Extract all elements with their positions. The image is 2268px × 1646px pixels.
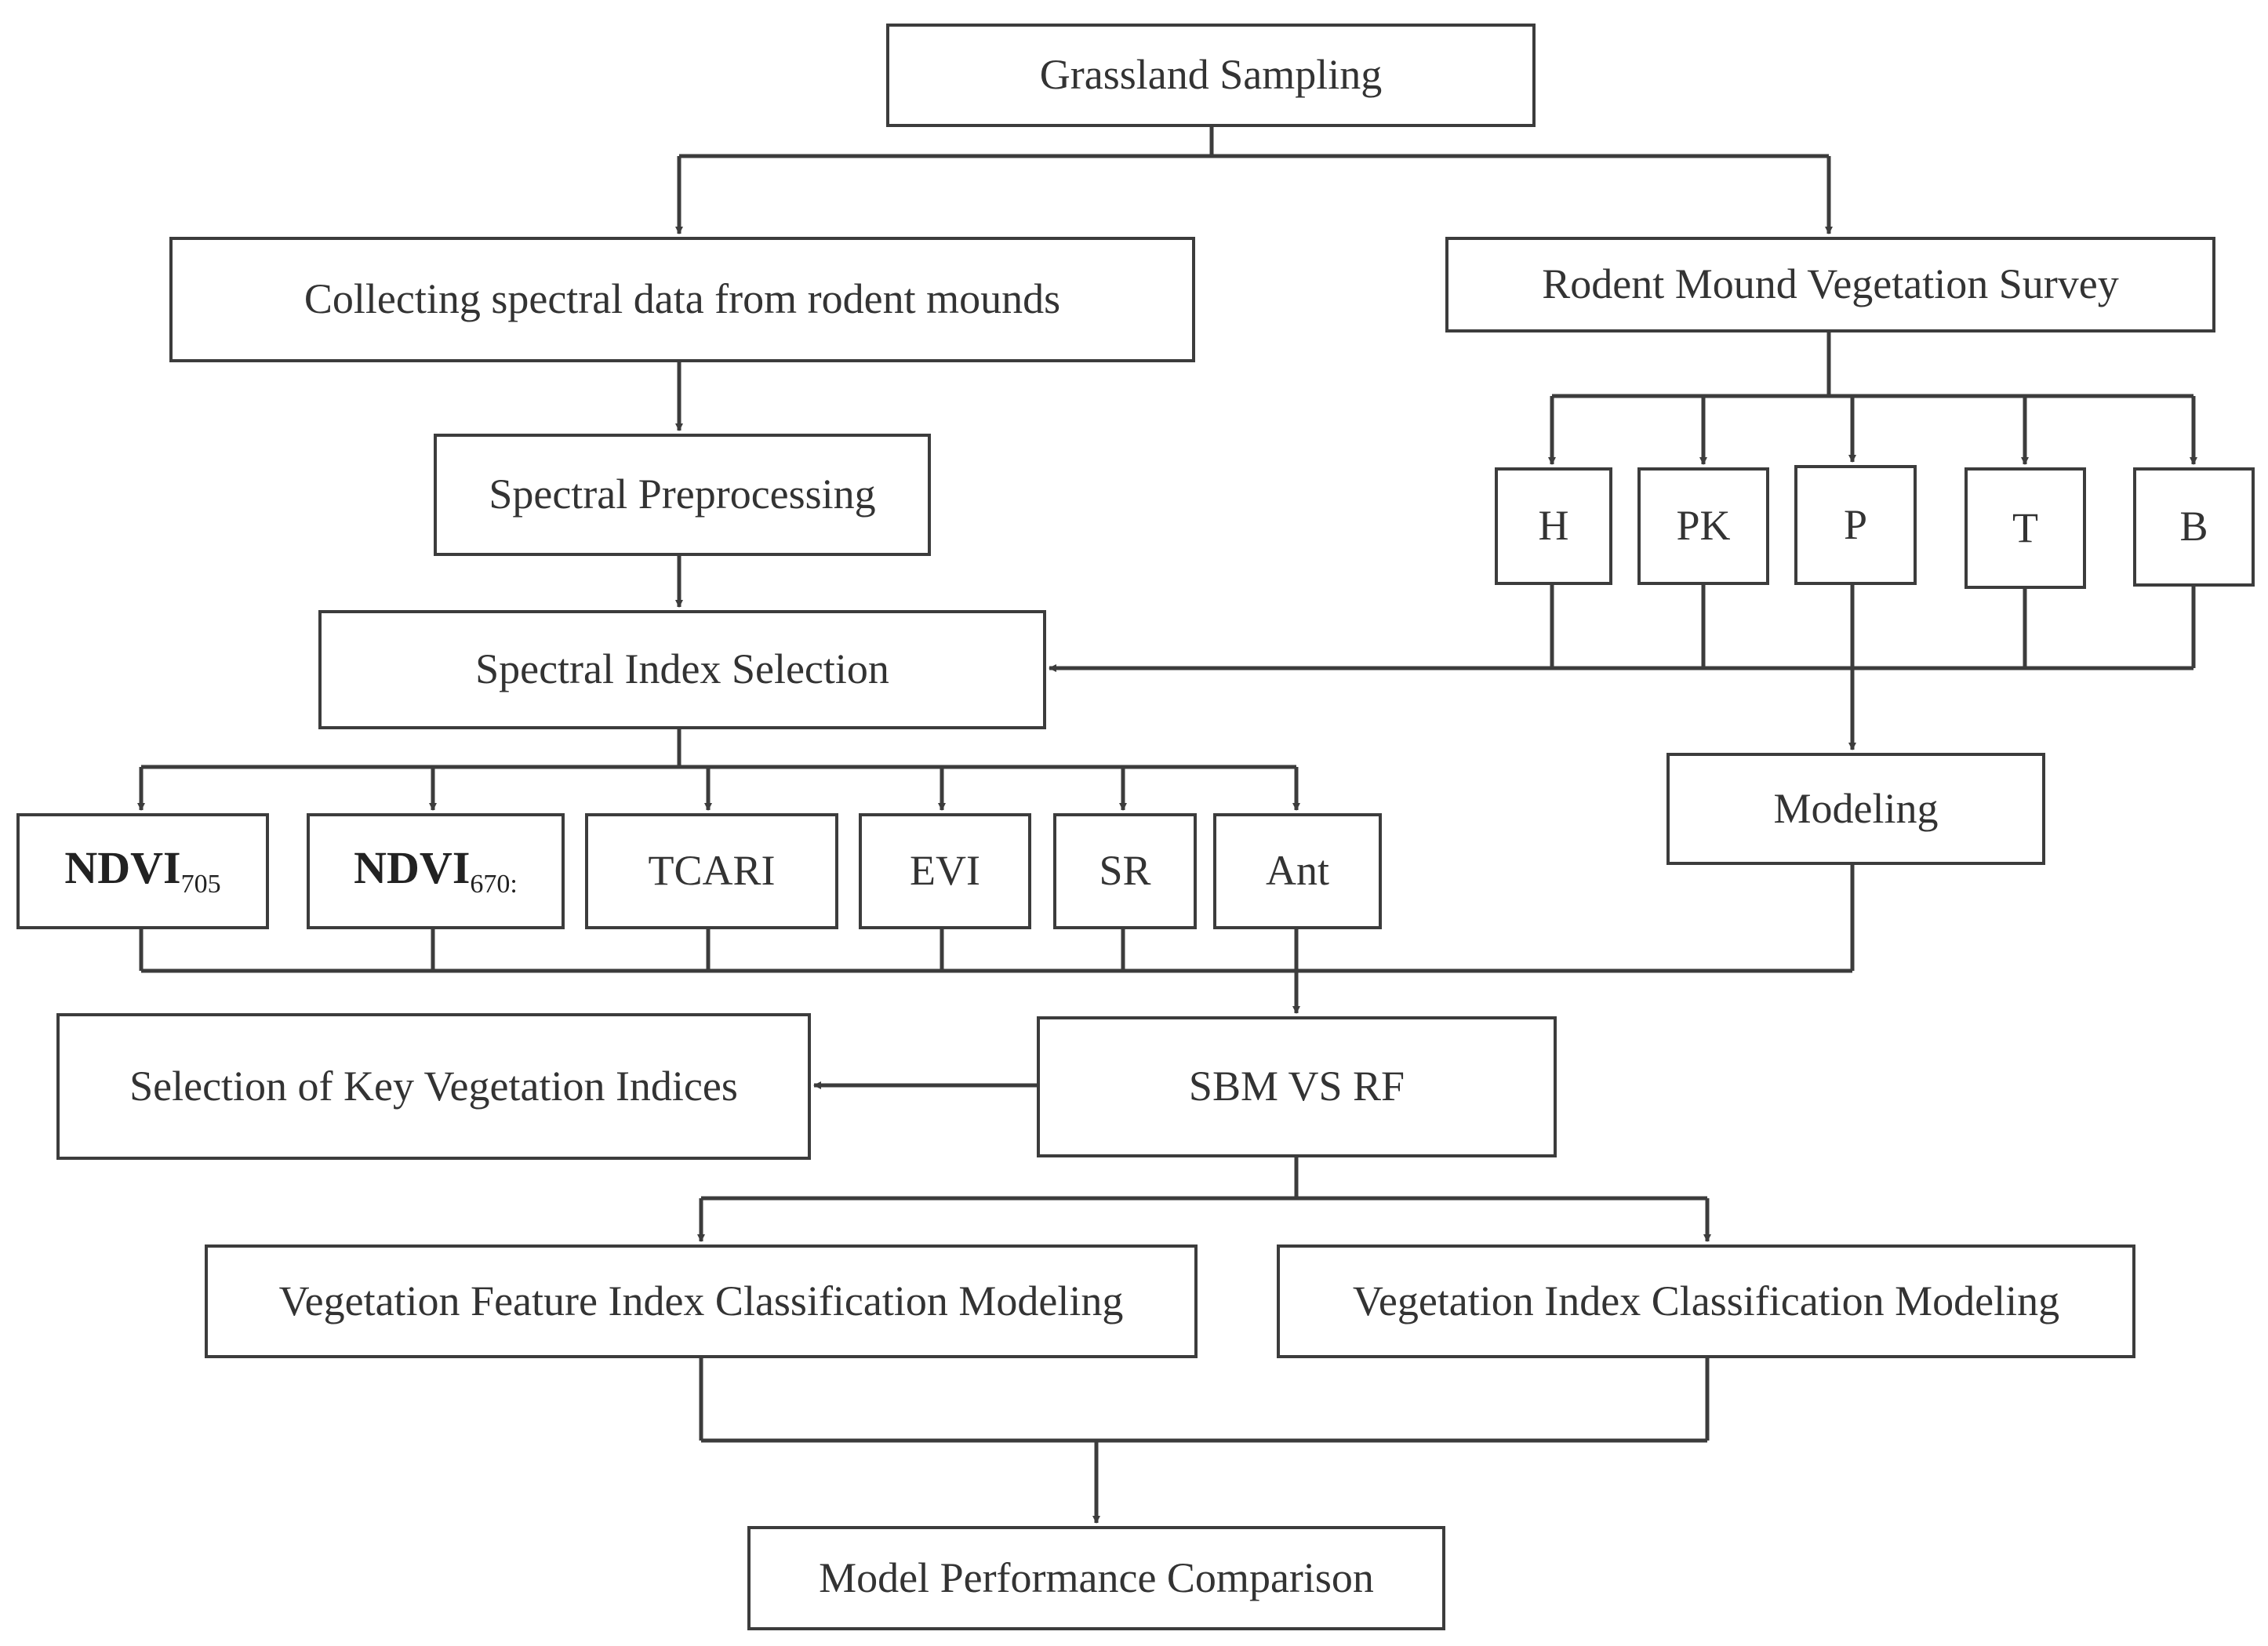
node-modeling: Modeling xyxy=(1666,753,2045,865)
node-selection-key-vegetation-indices: Selection of Key Vegetation Indices xyxy=(56,1013,811,1160)
node-label: SR xyxy=(1099,847,1151,895)
node-sr: SR xyxy=(1053,813,1197,929)
node-label: Modeling xyxy=(1773,784,1939,832)
node-label: Selection of Key Vegetation Indices xyxy=(129,1062,738,1110)
index-subscript: 705 xyxy=(180,870,221,899)
node-model-performance-comparison: Model Performance Comparison xyxy=(747,1526,1445,1630)
node-label: NDVI670: xyxy=(354,843,518,899)
node-label: Ant xyxy=(1266,847,1329,895)
node-rodent-mound-vegetation-survey: Rodent Mound Vegetation Survey xyxy=(1445,237,2215,332)
index-subscript: 670: xyxy=(470,870,518,899)
node-evi: EVI xyxy=(859,813,1031,929)
node-p: P xyxy=(1794,465,1917,585)
node-b: B xyxy=(2133,467,2255,587)
index-name: NDVI xyxy=(64,842,181,894)
node-label: Spectral Index Selection xyxy=(475,645,889,693)
node-collecting-spectral-data: Collecting spectral data from rodent mou… xyxy=(169,237,1195,362)
node-label: TCARI xyxy=(648,847,776,895)
node-pk: PK xyxy=(1637,467,1769,585)
node-grassland-sampling: Grassland Sampling xyxy=(886,24,1536,127)
node-t: T xyxy=(1965,467,2086,589)
node-ndvi670: NDVI670: xyxy=(307,813,565,929)
node-label: H xyxy=(1538,502,1569,550)
index-name: NDVI xyxy=(354,842,471,894)
node-feature-index-classification-modeling: Vegetation Feature Index Classification … xyxy=(205,1244,1198,1358)
node-spectral-index-selection: Spectral Index Selection xyxy=(318,610,1046,729)
node-label: Vegetation Feature Index Classification … xyxy=(278,1277,1124,1324)
node-tcari: TCARI xyxy=(585,813,838,929)
node-spectral-preprocessing: Spectral Preprocessing xyxy=(434,434,931,556)
node-index-classification-modeling: Vegetation Index Classification Modeling xyxy=(1277,1244,2135,1358)
node-label: Spectral Preprocessing xyxy=(489,471,876,518)
node-label: Collecting spectral data from rodent mou… xyxy=(303,275,1061,323)
node-ndvi705: NDVI705 xyxy=(16,813,269,929)
node-sbm-vs-rf: SBM VS RF xyxy=(1037,1016,1557,1157)
node-label: Grassland Sampling xyxy=(1039,51,1383,99)
node-label: Rodent Mound Vegetation Survey xyxy=(1542,260,2119,308)
node-label: Vegetation Index Classification Modeling xyxy=(1352,1277,2060,1324)
node-label: EVI xyxy=(910,847,980,895)
node-label: PK xyxy=(1676,502,1731,550)
node-label: P xyxy=(1843,500,1868,548)
node-ant: Ant xyxy=(1213,813,1382,929)
node-label: NDVI705 xyxy=(64,843,220,899)
node-label: T xyxy=(2012,503,2038,551)
node-label: Model Performance Comparison xyxy=(819,1553,1374,1601)
node-h: H xyxy=(1495,467,1612,585)
node-label: B xyxy=(2179,503,2208,550)
node-label: SBM VS RF xyxy=(1188,1063,1405,1110)
